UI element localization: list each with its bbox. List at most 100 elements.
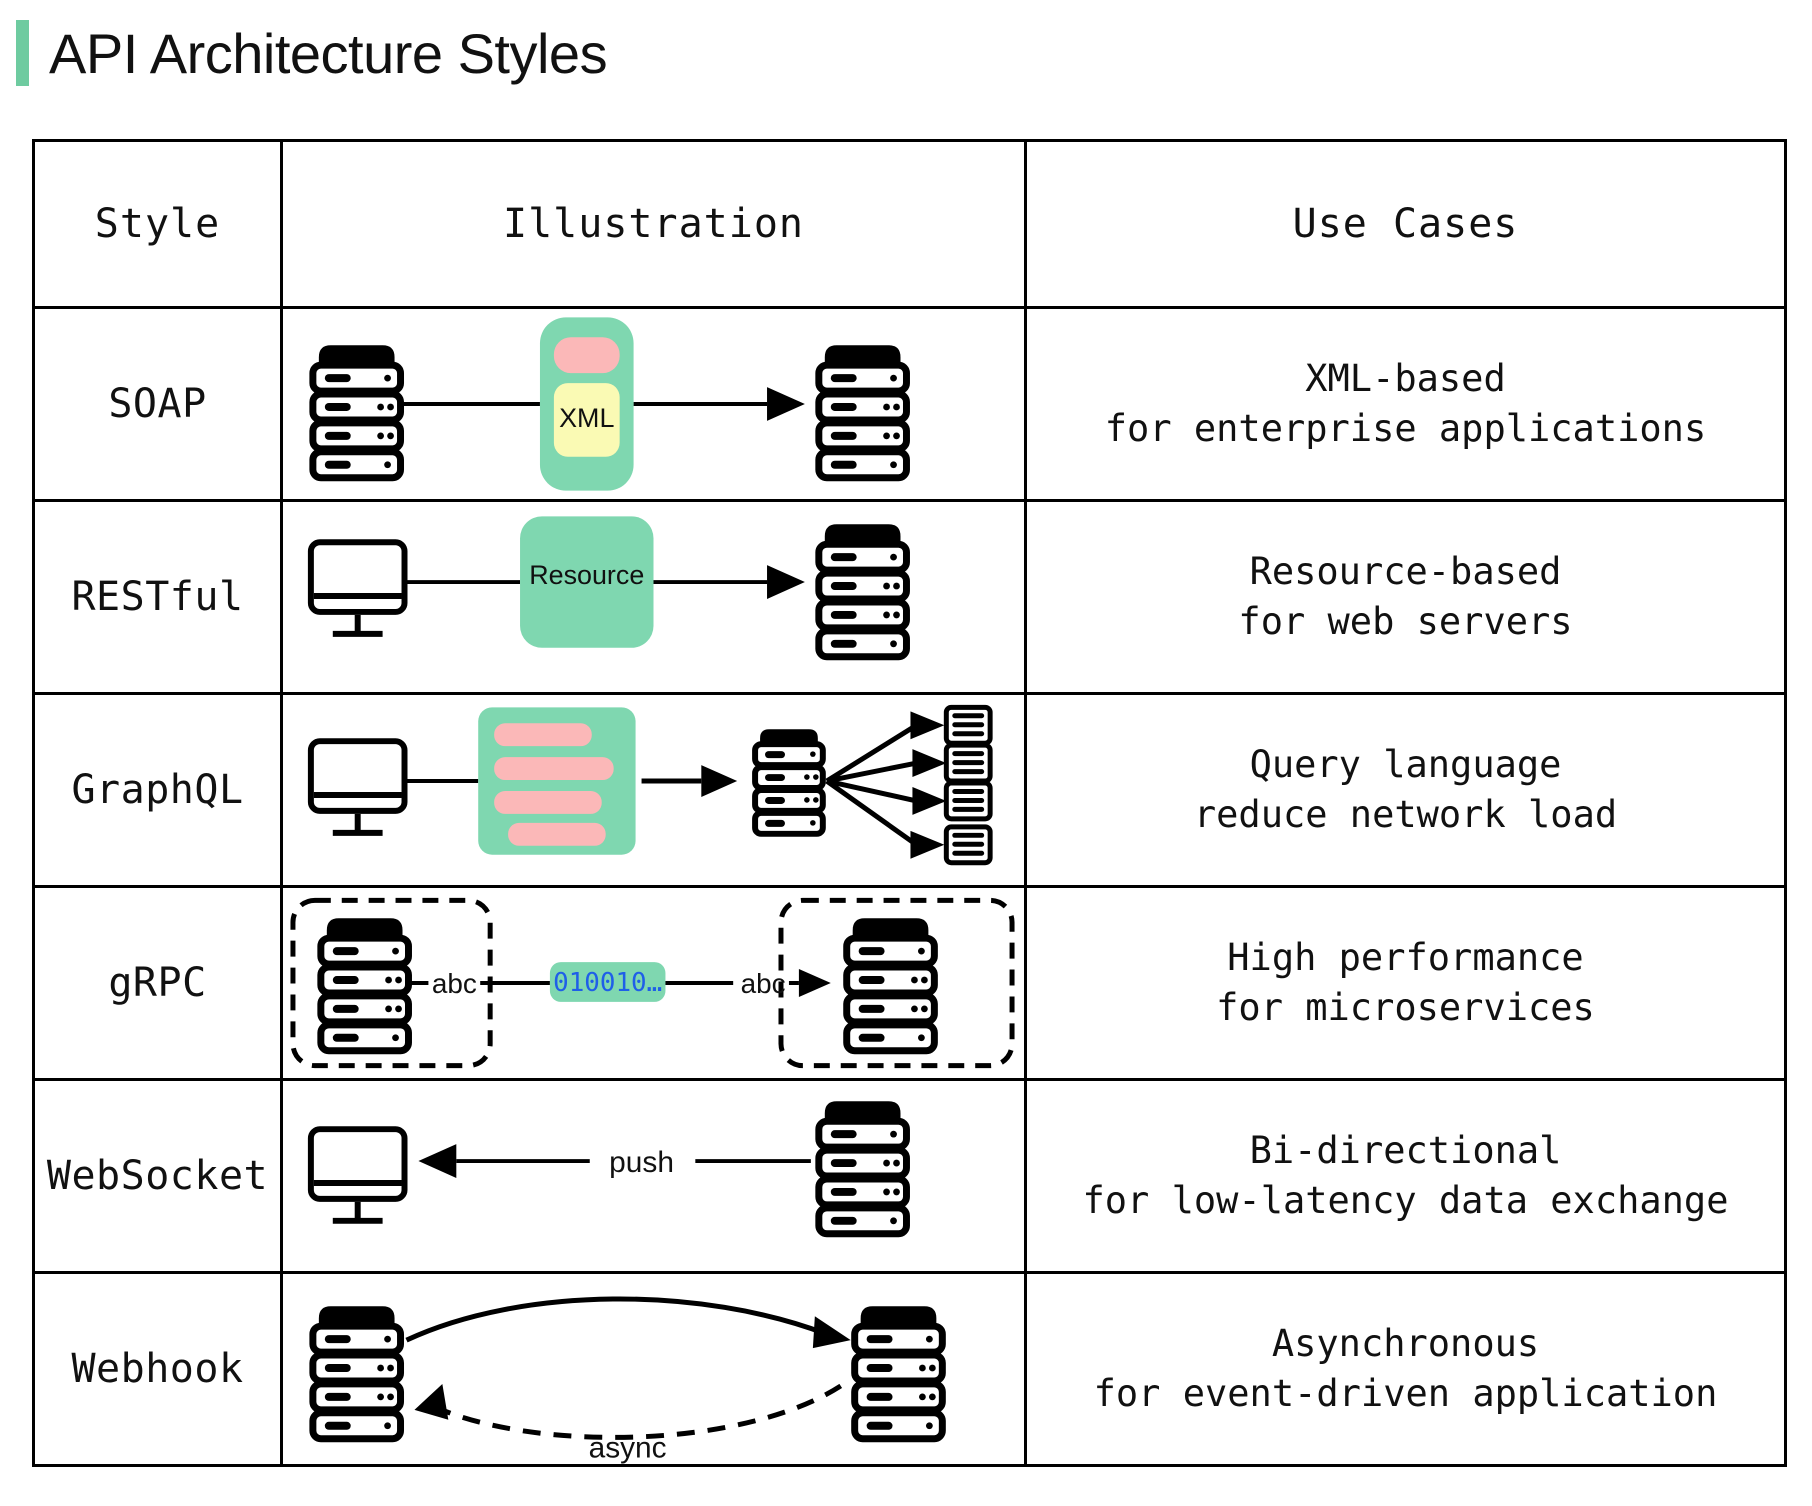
envelope-body	[553, 383, 620, 457]
illustration-cell-grpc: abc 010010… abc	[280, 885, 1027, 1081]
query-bar	[494, 790, 602, 814]
database-icon	[943, 824, 993, 866]
async-label: async	[589, 1432, 667, 1464]
use-case-cell-graphql: Query language reduce network load	[1024, 692, 1787, 888]
illustration-soap: XML	[283, 309, 1024, 499]
table-row: GraphQL	[32, 692, 1787, 888]
accent-bar	[16, 20, 29, 86]
fanout-arrow-heads	[910, 711, 947, 859]
server-icon-left	[309, 1306, 405, 1443]
fanout-lines	[825, 723, 918, 847]
monitor-icon	[307, 738, 408, 836]
illustration-websocket: push	[283, 1081, 1024, 1271]
database-icon	[943, 704, 993, 746]
server-icon-right	[815, 524, 910, 661]
table-row: RESTful	[32, 499, 1787, 695]
webhook-arc-solid	[405, 1296, 828, 1343]
resource-box: Resource	[520, 516, 654, 648]
arrow-head-left	[418, 1144, 457, 1178]
table-row: WebSocket	[32, 1078, 1787, 1274]
use-case-cell-grpc: High performance for microservices	[1024, 885, 1787, 1081]
use-case-line-1: Bi-directional	[1249, 1129, 1562, 1173]
server-icon-right	[815, 1101, 910, 1238]
xml-envelope: XML	[539, 317, 634, 491]
binary-payload-label: 010010…	[553, 968, 662, 998]
push-label: push	[609, 1146, 674, 1179]
arrow-head-right	[767, 387, 805, 421]
binary-payload: 010010…	[549, 962, 666, 1002]
database-icon	[943, 780, 993, 822]
use-case-line-2: for enterprise applications	[1104, 407, 1707, 450]
illustration-cell-websocket: push	[280, 1078, 1027, 1274]
style-label: WebSocket	[46, 1153, 269, 1199]
envelope-label: XML	[559, 403, 614, 433]
style-cell-webhook: Webhook	[32, 1271, 283, 1467]
style-cell-grpc: gRPC	[32, 885, 283, 1081]
grpc-label-left: abc	[432, 968, 477, 999]
grpc-label-right: abc	[741, 968, 786, 999]
illustration-cell-webhook: async	[280, 1271, 1027, 1467]
query-bar	[508, 822, 606, 846]
style-cell-graphql: GraphQL	[32, 692, 283, 888]
use-case-cell-restful: Resource-based for web servers	[1024, 499, 1787, 695]
illustration-grpc: abc 010010… abc	[283, 888, 1024, 1078]
header-cell-use-cases: Use Cases	[1024, 139, 1787, 309]
style-label: GraphQL	[71, 767, 244, 813]
style-label: RESTful	[71, 574, 244, 620]
query-bar	[494, 757, 614, 781]
header-label-style: Style	[94, 201, 221, 247]
server-icon-right	[843, 918, 938, 1055]
query-box	[478, 707, 636, 855]
table-row: Webhook	[32, 1271, 1787, 1467]
server-icon-left	[317, 918, 412, 1055]
use-case-line-2: for microservices	[1216, 986, 1595, 1029]
illustration-cell-soap: XML	[280, 306, 1027, 502]
use-case-line-1: Query language	[1249, 743, 1562, 787]
style-cell-restful: RESTful	[32, 499, 283, 695]
grpc-container-right	[778, 897, 1015, 1069]
use-case-line-1: High performance	[1227, 936, 1584, 980]
server-icon-middle	[752, 729, 826, 837]
table-row: gRPC	[32, 885, 1787, 1081]
use-case-cell-soap: XML-based for enterprise applications	[1024, 306, 1787, 502]
use-case-cell-websocket: Bi-directional for low-latency data exch…	[1024, 1078, 1787, 1274]
use-case-line-1: Asynchronous	[1271, 1322, 1540, 1366]
webhook-arc-dashed	[431, 1383, 843, 1440]
table-header-row: Style Illustration Use Cases	[32, 139, 1787, 309]
use-case-line-1: Resource-based	[1249, 550, 1562, 594]
arrow-head-right	[798, 969, 831, 997]
binary-payload-bg	[549, 962, 666, 1002]
illustration-cell-graphql	[280, 692, 1027, 888]
arc-arrow-head-left	[414, 1383, 449, 1420]
use-case-line-1: XML-based	[1305, 357, 1506, 401]
style-label: Webhook	[71, 1346, 244, 1392]
server-icon-right	[815, 345, 910, 482]
style-cell-websocket: WebSocket	[32, 1078, 283, 1274]
server-icon-left	[309, 345, 405, 482]
header-label-use-cases: Use Cases	[1292, 201, 1519, 247]
monitor-icon	[307, 1126, 408, 1224]
use-case-cell-webhook: Asynchronous for event-driven applicatio…	[1024, 1271, 1787, 1467]
monitor-icon	[307, 539, 408, 637]
style-cell-soap: SOAP	[32, 306, 283, 502]
arc-arrow-head-right	[812, 1316, 851, 1349]
use-case-line-2: for event-driven application	[1093, 1372, 1718, 1415]
use-case-line-2: for web servers	[1238, 600, 1573, 643]
style-label: gRPC	[108, 960, 207, 1006]
api-styles-table: Style Illustration Use Cases SOAP	[32, 139, 1787, 1467]
header-cell-style: Style	[32, 139, 283, 309]
use-case-line-2: reduce network load	[1193, 793, 1618, 836]
envelope-header-pill	[553, 337, 620, 374]
resource-box-shape	[520, 516, 654, 648]
table-row: SOAP	[32, 306, 1787, 502]
database-icon	[943, 742, 993, 784]
page-title: API Architecture Styles	[49, 21, 608, 85]
arrow-head-right	[767, 565, 805, 599]
header-label-illustration: Illustration	[503, 201, 804, 247]
server-icon-right	[851, 1306, 946, 1443]
query-bar	[494, 723, 592, 747]
page-header: API Architecture Styles	[0, 14, 608, 92]
illustration-webhook: async	[283, 1274, 1024, 1464]
illustration-cell-restful: Resource	[280, 499, 1027, 695]
